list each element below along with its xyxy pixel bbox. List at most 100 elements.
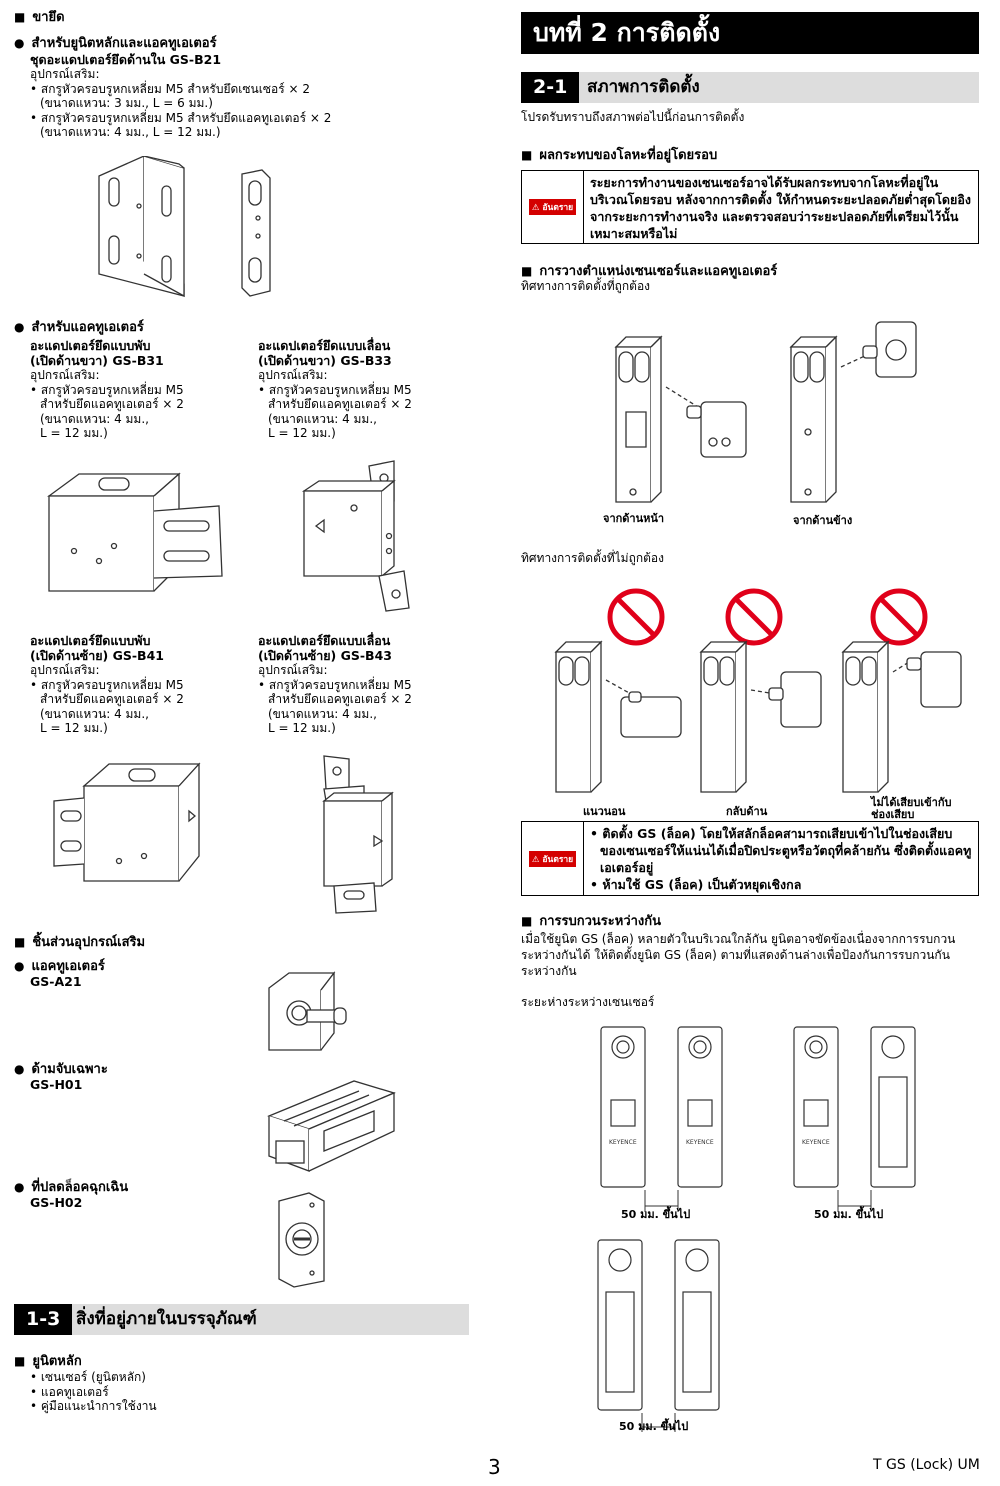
warning-icon: ⚠ อันตราย	[528, 850, 577, 867]
correct-installation-drawing	[614, 321, 917, 503]
main-unit-heading: ยูนิตหลัก	[14, 1350, 81, 1371]
gs-b41-drawing	[53, 762, 201, 882]
brand-label: KEYENCE	[609, 1139, 637, 1146]
distance-value: 50 มม. ขึ้นไป	[619, 1420, 689, 1433]
gs-b43-screw-line2: สำหรับยึดแอคทูเอเตอร์ × 2	[268, 692, 412, 706]
handle-part-label: ด้ามจับเฉพาะ	[14, 1058, 107, 1079]
correct-direction-label: ทิศทางการติดตั้งที่ถูกต้อง	[521, 279, 651, 293]
warning-icon: ⚠ อันตราย	[528, 199, 577, 215]
main-actuator-heading: สำหรับยูนิตหลักและแอคทูเอเตอร์	[14, 32, 216, 53]
not-inserted-label: ไม่ได้เสียบเข้ากับ ช่องเสียบ	[871, 797, 951, 821]
gs-b43-title1: อะแดปเตอร์ยึดแบบเลื่อน	[258, 633, 391, 648]
not-inserted-line1: ไม่ได้เสียบเข้ากับ	[871, 796, 952, 809]
release-part-model: GS-H02	[30, 1195, 83, 1210]
chapter-title: บทที่ 2 การติดตั้ง	[521, 12, 979, 54]
gs-b43-screw-line3: (ขนาดแหวน: 4 มม.,	[268, 706, 377, 721]
gs-b43-block: อะแดปเตอร์ยึดแบบเลื่อน (เปิดด้านซ้าย) GS…	[258, 633, 468, 736]
optional-parts-heading: ชิ้นส่วนอุปกรณ์เสริม	[14, 931, 145, 952]
actuator-heading: สำหรับแอคทูเอเตอร์	[14, 316, 143, 337]
danger-box-metal: ⚠ อันตราย ระยะการทำงานของเซนเซอร์อาจได้ร…	[521, 170, 979, 244]
incorrect-direction-label: ทิศทางการติดตั้งที่ไม่ถูกต้อง	[521, 551, 664, 565]
actuator-drawing	[268, 971, 347, 1051]
gs-b33-title1: อะแดปเตอร์ยึดแบบเลื่อน	[258, 338, 391, 353]
brand-label: KEYENCE	[802, 1139, 830, 1146]
danger-box-placement: ⚠ อันตราย ติดตั้ง GS (ล็อค) โดยให้สลักล็…	[521, 821, 979, 896]
handle-part-model: GS-H01	[30, 1077, 83, 1092]
gs-b21-bullet1: สกรูหัวครอบรูหกเหลี่ยม M5 สำหรับยึดเซนเซ…	[30, 82, 460, 97]
section-1-3-header: 1-3 สิ่งที่อยู่ภายในบรรจุภัณฑ์	[14, 1304, 469, 1335]
danger-label: อันตราย	[542, 854, 574, 865]
section-1-3-title: สิ่งที่อยู่ภายในบรรจุภัณฑ์	[76, 1309, 257, 1329]
prohibited-icon	[870, 588, 928, 646]
gs-b43-screw-line4: L = 12 มม.)	[268, 721, 336, 735]
gs-b21-drawing	[98, 156, 271, 298]
package-item: แอคทูเอเตอร์	[30, 1385, 330, 1400]
actuator-part-label: แอคทูเอเตอร์	[14, 955, 104, 976]
incorrect-installation-drawing	[554, 640, 962, 793]
gs-b41-optional: อุปกรณ์เสริม:	[30, 663, 100, 677]
gs-b33-screw-line2: สำหรับยึดแอคทูเอเตอร์ × 2	[268, 397, 412, 411]
danger-text-placement: ติดตั้ง GS (ล็อค) โดยให้สลักล็อคสามารถเส…	[584, 822, 978, 895]
not-inserted-line2: ช่องเสียบ	[871, 808, 915, 821]
interference-text: เมื่อใช้ยูนิต GS (ล็อค) หลายตัวในบริเวณใ…	[521, 932, 956, 978]
gs-b31-screw-line2: สำหรับยึดแอคทูเอเตอร์ × 2	[40, 397, 184, 411]
package-contents-list: เซนเซอร์ (ยูนิตหลัก) แอคทูเอเตอร์ คู่มือ…	[30, 1370, 330, 1414]
distance-value: 50 มม. ขึ้นไป	[814, 1208, 884, 1221]
gs-b33-screw-line4: L = 12 มม.)	[268, 426, 336, 440]
prohibited-icon	[725, 588, 783, 646]
gs-b33-screw-line1: สกรูหัวครอบรูหกเหลี่ยม M5	[258, 383, 468, 398]
section-2-1-number: 2-1	[521, 72, 580, 103]
intro-text: โปรดรับทราบถึงสภาพต่อไปนี้ก่อนการติดตั้ง	[521, 110, 745, 124]
package-item: คู่มือแนะนำการใช้งาน	[30, 1399, 330, 1414]
left-column: ขายึด สำหรับยูนิตหลักและแอคทูเอเตอร์ ชุด…	[14, 6, 469, 1413]
brand-label: KEYENCE	[686, 1139, 714, 1146]
danger-bullet: ห้ามใช้ GS (ล็อค) เป็นตัวหยุดเชิงกล	[590, 876, 972, 893]
section-2-1-header: 2-1 สภาพการติดตั้ง	[521, 72, 979, 103]
gs-b43-title2: (เปิดด้านซ้าย) GS-B43	[258, 648, 392, 663]
page-number: 3	[488, 1455, 501, 1479]
gs-b41-screw-line4: L = 12 มม.)	[40, 721, 108, 735]
sensor-spacing-drawing: KEYENCE KEYENCE KEYENCE	[597, 1026, 916, 1432]
gs-b31-title1: อะแดปเตอร์ยึดแบบพับ	[30, 338, 151, 353]
danger-label-cell: ⚠ อันตราย	[522, 822, 584, 895]
gs-b31-block: อะแดปเตอร์ยึดแบบพับ (เปิดด้านขวา) GS-B31…	[30, 338, 240, 441]
danger-text-metal: ระยะการทำงานของเซนเซอร์อาจได้รับผลกระทบจ…	[590, 175, 971, 241]
gs-b31-title2: (เปิดด้านขวา) GS-B31	[30, 353, 164, 368]
from-front-label: จากด้านหน้า	[603, 512, 665, 525]
gs-b43-drawing	[322, 755, 394, 914]
gs-b31-screw-line3: (ขนาดแหวน: 4 มม.,	[40, 411, 149, 426]
gs-b41-screw-line3: (ขนาดแหวน: 4 มม.,	[40, 706, 149, 721]
release-part-label: ที่ปลดล็อคฉุกเฉิน	[14, 1176, 128, 1197]
gs-b41-screw-line2: สำหรับยึดแอคทูเอเตอร์ × 2	[40, 692, 184, 706]
gs-b33-drawing	[301, 460, 410, 612]
metal-effect-heading: ผลกระทบของโลหะที่อยู่โดยรอบ	[521, 144, 717, 165]
prohibited-icon	[607, 588, 665, 646]
right-column: บทที่ 2 การติดตั้ง 2-1 สภาพการติดตั้ง โป…	[521, 12, 979, 1433]
gs-b43-screw-line1: สกรูหัวครอบรูหกเหลี่ยม M5	[258, 678, 468, 693]
sensor-distance-label: ระยะห่างระหว่างเซนเซอร์	[521, 995, 655, 1009]
stand-heading: ขายึด	[14, 6, 64, 27]
gs-b41-title2: (เปิดด้านซ้าย) GS-B41	[30, 648, 164, 663]
danger-bullet: ติดตั้ง GS (ล็อค) โดยให้สลักล็อคสามารถเส…	[590, 825, 972, 876]
document-code: T GS (Lock) UM	[873, 1457, 980, 1473]
gs-b41-screw-line1: สกรูหัวครอบรูหกเหลี่ยม M5	[30, 678, 240, 693]
horizontal-label: แนวนอน	[583, 805, 626, 818]
section-2-1-title: สภาพการติดตั้ง	[587, 77, 700, 97]
gs-b31-screw-line4: L = 12 มม.)	[40, 426, 108, 440]
gs-b21-bullet2-sub: (ขนาดแหวน: 4 มม., L = 12 มม.)	[40, 125, 221, 139]
gs-b21-optional: อุปกรณ์เสริม:	[30, 67, 100, 81]
gs-b41-title1: อะแดปเตอร์ยึดแบบพับ	[30, 633, 151, 648]
reversed-label: กลับด้าน	[726, 805, 768, 818]
gs-b21-block: ชุดอะแดปเตอร์ยึดด้านใน GS-B21 อุปกรณ์เสร…	[30, 52, 460, 140]
gs-b41-block: อะแดปเตอร์ยึดแบบพับ (เปิดด้านซ้าย) GS-B4…	[30, 633, 240, 736]
gs-b33-screw-line3: (ขนาดแหวน: 4 มม.,	[268, 411, 377, 426]
danger-label: อันตราย	[542, 203, 574, 213]
from-side-label: จากด้านข้าง	[793, 514, 853, 527]
distance-value: 50 มม. ขึ้นไป	[621, 1208, 691, 1221]
gs-b43-optional: อุปกรณ์เสริม:	[258, 663, 328, 677]
gs-b33-optional: อุปกรณ์เสริม:	[258, 368, 328, 382]
interference-heading: การรบกวนระหว่างกัน	[521, 910, 661, 931]
gs-b31-screw-line1: สกรูหัวครอบรูหกเหลี่ยม M5	[30, 383, 240, 398]
gs-b31-optional: อุปกรณ์เสริม:	[30, 368, 100, 382]
gs-b33-title2: (เปิดด้านขวา) GS-B33	[258, 353, 392, 368]
